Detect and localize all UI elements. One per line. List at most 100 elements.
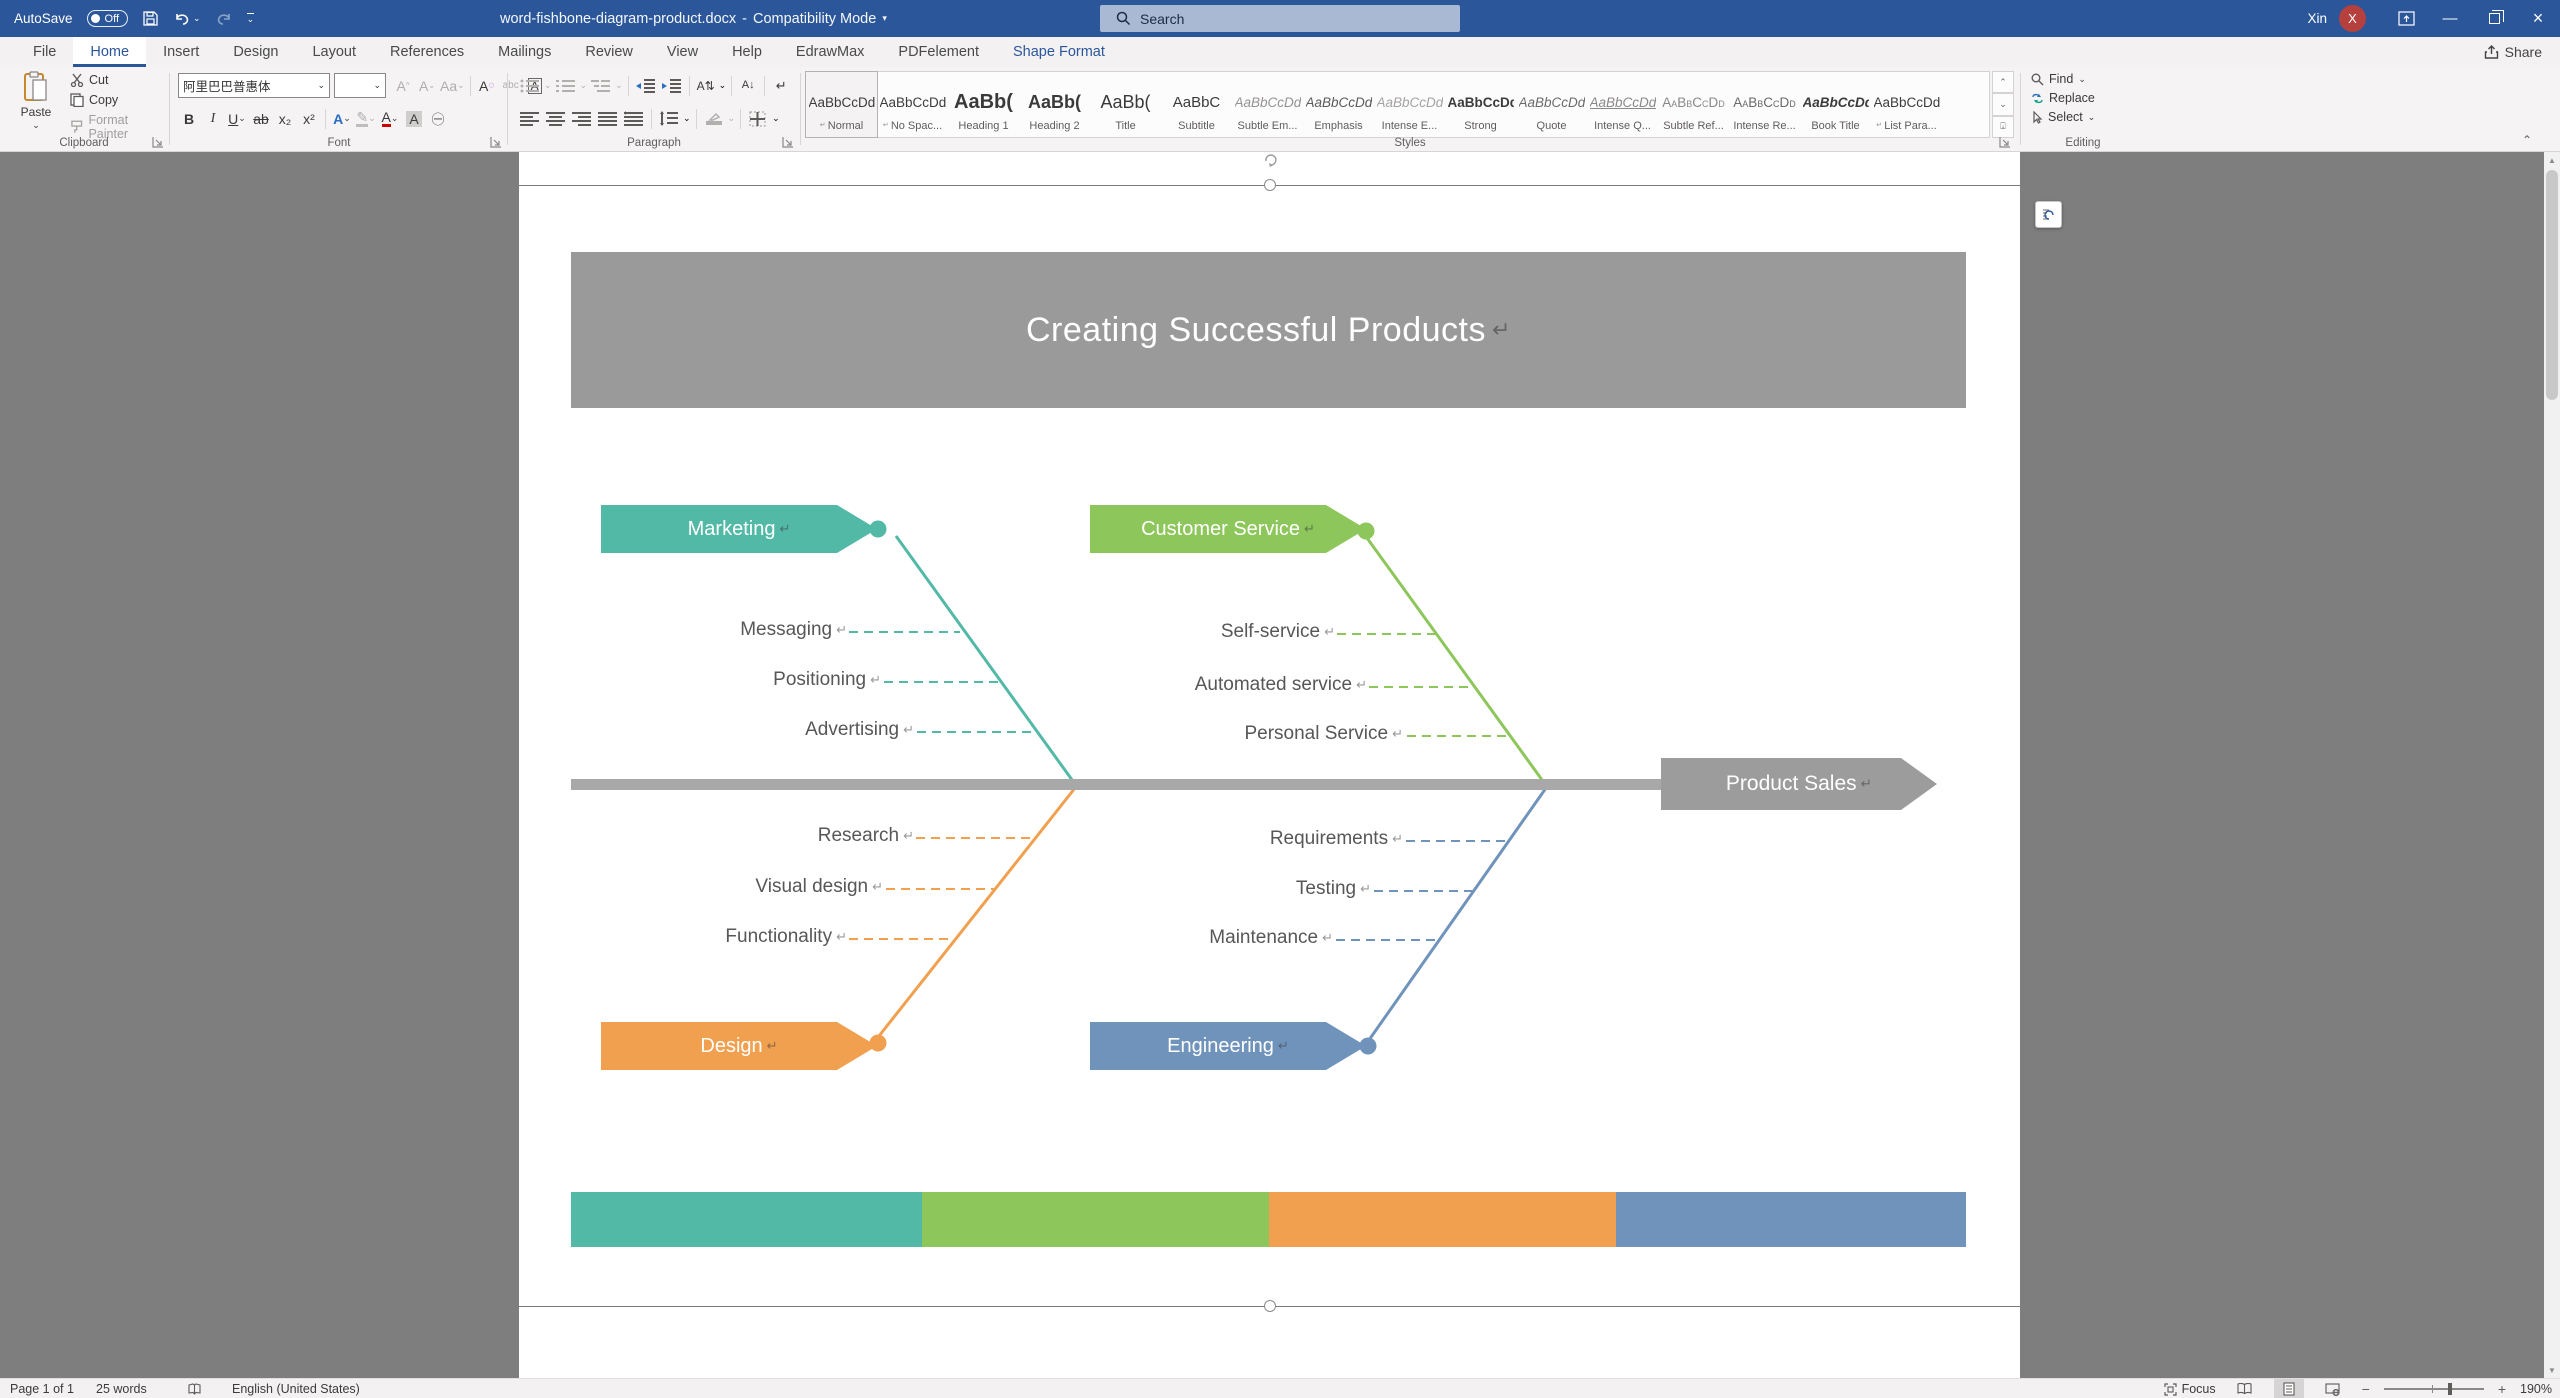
tab-review[interactable]: Review [585,44,633,60]
scrollbar-thumb[interactable] [2546,170,2558,400]
style-no-spacing[interactable]: AaBbCcDd↵No Spac... [879,94,946,133]
canvas-top-resize-handle[interactable] [1264,179,1276,191]
zoom-slider[interactable] [2383,1383,2484,1395]
effect-product-sales[interactable]: Product Sales↵ [1661,758,1937,810]
find-button[interactable]: Find⌄ [2031,72,2095,86]
zoom-slider-thumb[interactable] [2447,1383,2452,1395]
tab-insert[interactable]: Insert [163,44,200,60]
asian-layout-button[interactable]: A⇅ [696,78,715,93]
grow-font-button[interactable]: A^ [396,77,410,94]
tab-file[interactable]: File [33,44,57,60]
tab-pdfelement[interactable]: PDFelement [898,44,979,60]
diagram-title-banner[interactable]: Creating Successful Products↵ [571,252,1966,408]
branch-engineering[interactable]: Engineering↵ [1090,1022,1366,1070]
minimize-button[interactable]: — [2442,10,2458,27]
clipboard-dialog-launcher[interactable] [152,136,164,148]
align-center-button[interactable] [544,107,568,130]
borders-button[interactable] [746,107,770,130]
style-normal[interactable]: AaBbCcDd↵Normal [805,71,878,138]
cause-personal-service[interactable]: Personal Service↵ [1244,723,1403,744]
subscript-button[interactable]: x₂ [278,110,292,127]
cause-advertising[interactable]: Advertising↵ [805,719,914,740]
character-shading-button[interactable]: A [403,107,425,130]
font-size-combo[interactable]: ⌄ [334,73,386,98]
enclose-characters-button[interactable]: ㊀ [431,112,445,127]
decrease-indent-button[interactable] [634,74,658,97]
cause-automated-service[interactable]: Automated service↵ [1194,674,1367,695]
paragraph-dialog-launcher[interactable] [782,136,794,148]
tab-help[interactable]: Help [732,44,762,60]
styles-dialog-launcher[interactable] [1999,136,2011,148]
cause-self-service[interactable]: Self-service↵ [1220,621,1335,642]
superscript-button[interactable]: x² [303,110,315,127]
tab-mailings[interactable]: Mailings [498,44,552,60]
cause-positioning[interactable]: Positioning↵ [773,669,881,690]
cause-requirements[interactable]: Requirements↵ [1269,828,1403,849]
copy-button[interactable]: Copy [70,93,168,107]
styles-more-button[interactable]: ⍗ [1992,115,2014,138]
cause-maintenance[interactable]: Maintenance↵ [1209,927,1333,948]
tab-edrawmax[interactable]: EdrawMax [795,44,865,60]
bold-button[interactable]: B [183,110,195,127]
fishbone-spine[interactable] [571,779,1661,790]
close-button[interactable]: × [2532,8,2544,28]
distribute-button[interactable] [622,107,646,130]
search-box[interactable]: Search [1100,5,1460,32]
italic-button[interactable]: I [210,110,216,126]
canvas-bottom-resize-handle[interactable] [1264,1300,1276,1312]
numbering-button[interactable] [554,74,578,97]
paste-button[interactable]: Paste ⌄ [10,71,62,135]
tab-references[interactable]: References [390,44,465,60]
collapse-ribbon-button[interactable]: ⌃ [2521,133,2532,147]
highlight-button[interactable]: ✎⌄ [356,109,376,127]
cause-messaging[interactable]: Messaging↵ [740,619,847,640]
focus-mode-button[interactable]: Focus [2163,1379,2216,1398]
tab-design[interactable]: Design [233,44,279,60]
user-name[interactable]: Xin [2307,11,2327,26]
cause-functionality[interactable]: Functionality↵ [725,926,847,947]
zoom-in-button[interactable]: + [2497,1381,2507,1397]
title-dropdown-caret[interactable]: ▾ [882,13,887,23]
branch-marketing[interactable]: Marketing↵ [601,505,877,553]
font-color-button[interactable]: A⌄ [381,109,399,127]
tab-shape-format[interactable]: Shape Format [1013,44,1105,60]
tab-layout[interactable]: Layout [312,44,357,60]
sort-button[interactable]: A↓ [741,79,755,91]
tab-home[interactable]: Home [73,37,147,67]
shading-button[interactable] [702,107,726,130]
paste-dropdown-caret[interactable]: ⌄ [32,120,40,130]
styles-scroll-up-button[interactable]: ⌃ [1992,71,2014,94]
read-mode-button[interactable] [2230,1379,2260,1398]
show-hide-marks-button[interactable]: ↵ [775,77,787,93]
footer-color-bar[interactable] [571,1192,1966,1247]
font-dialog-launcher[interactable] [490,136,502,148]
cause-research[interactable]: Research↵ [817,825,914,846]
shrink-font-button[interactable]: A⌄ [418,77,436,94]
undo-button[interactable]: ⌄ [173,11,201,27]
redo-button[interactable] [215,11,233,27]
web-layout-button[interactable] [2318,1379,2348,1398]
format-painter-button[interactable]: Format Painter [70,113,168,141]
vertical-scrollbar[interactable]: ▲ ▼ [2544,152,2560,1378]
rotate-handle[interactable] [1263,152,1279,168]
save-button[interactable] [142,10,159,27]
document-page[interactable]: Creating Successful Products↵ Marketing↵… [519,152,2020,1378]
autosave-toggle[interactable]: Off [86,10,129,27]
style-heading-1[interactable]: AaBb(Heading 1 [954,90,1013,133]
select-button[interactable]: Select⌄ [2031,110,2095,124]
zoom-level-indicator[interactable]: 190% [2520,1382,2552,1396]
customize-qat-button[interactable]: ⌄ [246,13,255,24]
avatar[interactable]: X [2339,5,2366,32]
multilevel-list-button[interactable] [589,74,613,97]
branch-design[interactable]: Design↵ [601,1022,877,1070]
ribbon-display-options-button[interactable] [2384,0,2428,37]
tab-view[interactable]: View [666,44,699,60]
